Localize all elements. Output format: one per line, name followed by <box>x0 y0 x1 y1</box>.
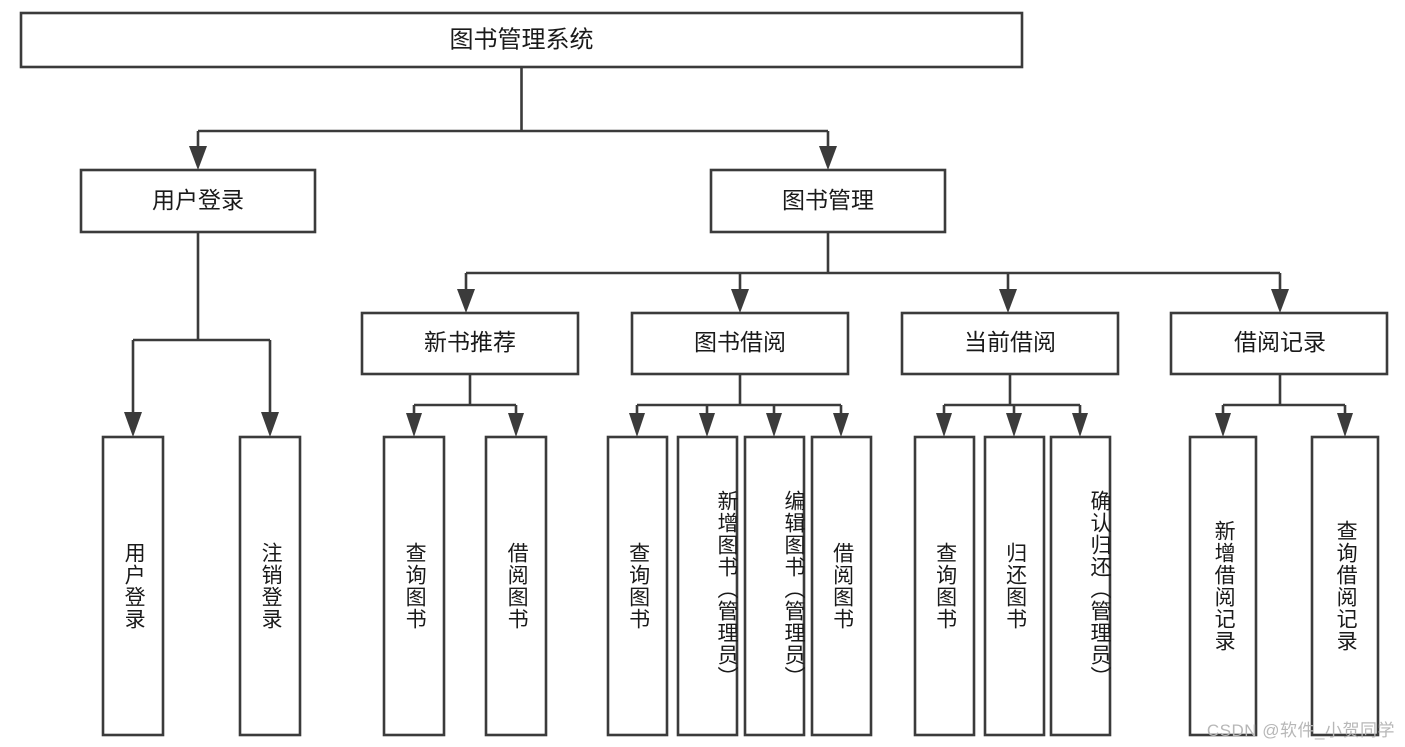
node-user-login-label: 用户登录 <box>152 187 244 213</box>
leaf-box-query-book-cur[interactable] <box>913 435 976 737</box>
arrow-records-leaf-1 <box>1215 413 1231 437</box>
node-root[interactable]: 图书管理系统 <box>19 11 1024 69</box>
leaf-box-edit-book-admin[interactable] <box>743 435 806 737</box>
node-current-borrow[interactable]: 当前借阅 <box>900 311 1120 376</box>
leaf-box-confirm-return[interactable] <box>1049 435 1112 737</box>
node-book-borrow[interactable]: 图书借阅 <box>630 311 850 376</box>
arrow-current-leaf-1 <box>936 413 952 437</box>
node-borrow-records[interactable]: 借阅记录 <box>1169 311 1389 376</box>
leaf-box-query-borrow-record[interactable] <box>1310 435 1380 737</box>
leaf-boxes-group <box>101 435 1380 737</box>
node-borrow-records-box[interactable] <box>1169 311 1389 376</box>
arrow-root-to-user-login <box>189 146 207 170</box>
node-book-management-box[interactable] <box>709 168 947 234</box>
arrow-current-leaf-3 <box>1072 413 1088 437</box>
arrow-records-leaf-2 <box>1337 413 1353 437</box>
node-book-management[interactable]: 图书管理 <box>709 168 947 234</box>
arrow-book-mgmt-to-current <box>999 289 1017 313</box>
arrow-new-books-leaf-2 <box>508 413 524 437</box>
node-current-borrow-box[interactable] <box>900 311 1120 376</box>
leaf-box-borrow-book[interactable] <box>810 435 873 737</box>
node-book-borrow-label: 图书借阅 <box>694 329 786 355</box>
leaf-box-query-book[interactable] <box>606 435 669 737</box>
leaf-box-return-book[interactable] <box>983 435 1046 737</box>
leaf-box-add-book-admin[interactable] <box>676 435 739 737</box>
node-root-box[interactable] <box>19 11 1024 69</box>
arrow-borrow-leaf-3 <box>766 413 782 437</box>
arrow-root-to-book-mgmt <box>819 146 837 170</box>
csdn-watermark: CSDN @软件_小贺同学 <box>1206 721 1395 740</box>
arrow-borrow-leaf-2 <box>699 413 715 437</box>
arrow-book-mgmt-to-borrow <box>731 289 749 313</box>
leaf-box-query-book-new[interactable] <box>382 435 446 737</box>
leaf-box-add-borrow-record[interactable] <box>1188 435 1258 737</box>
node-book-borrow-box[interactable] <box>630 311 850 376</box>
leaf-box-user-login[interactable] <box>101 435 165 737</box>
node-user-login-box[interactable] <box>79 168 317 234</box>
leaf-box-borrow-book-new[interactable] <box>484 435 548 737</box>
node-user-login[interactable]: 用户登录 <box>79 168 317 234</box>
node-borrow-records-label: 借阅记录 <box>1234 329 1326 355</box>
arrow-borrow-leaf-4 <box>833 413 849 437</box>
connectors-group <box>124 67 1353 437</box>
arrow-new-books-leaf-1 <box>406 413 422 437</box>
node-book-management-label: 图书管理 <box>782 187 874 213</box>
arrow-current-leaf-2 <box>1006 413 1022 437</box>
arrow-user-login-leaf-2 <box>261 412 279 437</box>
node-current-borrow-label: 当前借阅 <box>964 329 1056 355</box>
arrow-borrow-leaf-1 <box>629 413 645 437</box>
arrow-book-mgmt-to-records <box>1271 289 1289 313</box>
arrow-book-mgmt-to-new-books <box>457 289 475 313</box>
leaf-box-logout-login[interactable] <box>238 435 302 737</box>
node-new-book-recommend[interactable]: 新书推荐 <box>360 311 580 376</box>
arrow-user-login-leaf-1 <box>124 412 142 437</box>
node-root-label: 图书管理系统 <box>450 26 594 53</box>
node-new-book-recommend-label: 新书推荐 <box>424 329 516 355</box>
node-new-book-recommend-box[interactable] <box>360 311 580 376</box>
